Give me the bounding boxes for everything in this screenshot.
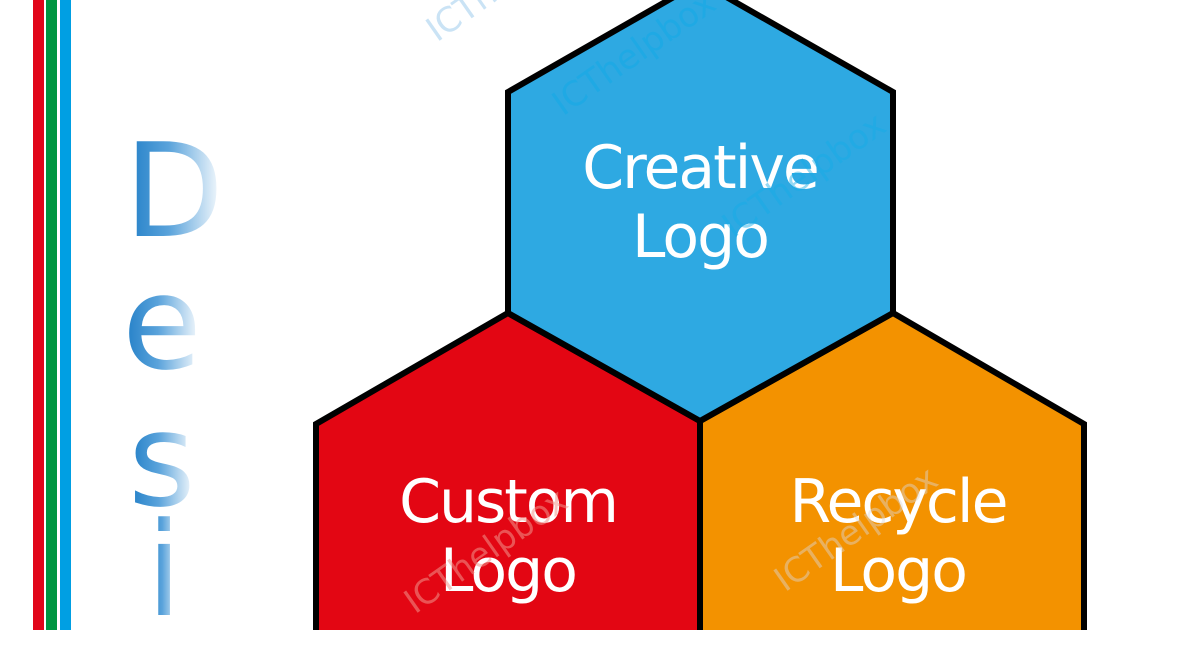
- creative-line2: Logo: [632, 202, 770, 272]
- creative-line1: Creative: [582, 133, 820, 203]
- recycle-logo-label: Recycle Logo: [738, 468, 1058, 606]
- recycle-line1: Recycle: [789, 467, 1009, 537]
- side-letter-i: i: [146, 494, 183, 646]
- blue-stripe: [60, 0, 71, 630]
- hexagon-creative: [505, 0, 896, 425]
- creative-logo-label: Creative Logo: [540, 134, 860, 272]
- red-stripe: [33, 0, 44, 630]
- side-letter-d: D: [124, 115, 225, 267]
- custom-line1: Custom: [399, 467, 619, 537]
- green-stripe: [46, 0, 57, 630]
- recycle-line2: Logo: [830, 536, 968, 606]
- hexagon-diagram: [313, 0, 1087, 630]
- side-letter-s: s: [128, 384, 196, 536]
- custom-logo-label: Custom Logo: [348, 468, 668, 606]
- custom-line2: Logo: [440, 536, 578, 606]
- side-letter-e: e: [122, 247, 202, 399]
